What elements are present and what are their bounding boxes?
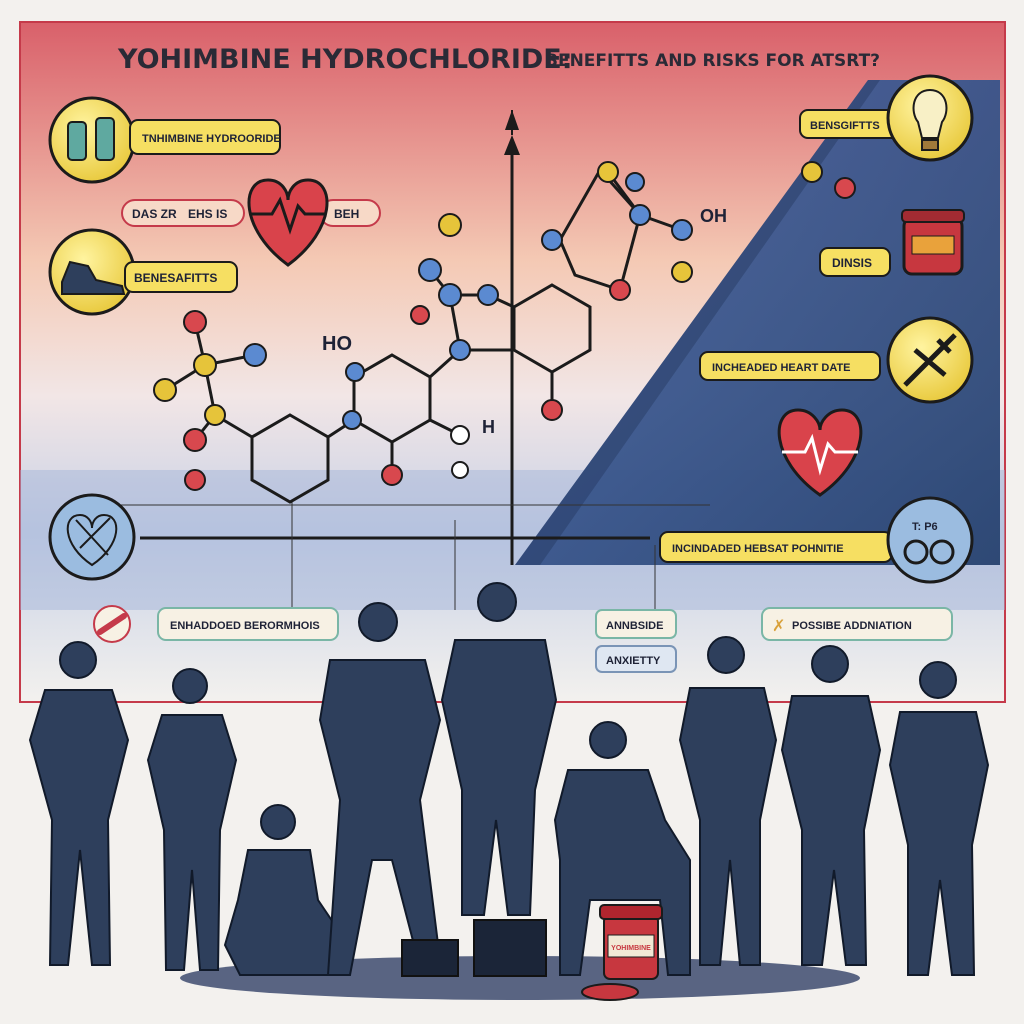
athlete-4 bbox=[318, 602, 442, 976]
shoe-icon bbox=[61, 260, 126, 295]
benefits-label-box-left bbox=[124, 261, 238, 293]
addiction-label: POSSIBE ADDNIATION bbox=[792, 620, 912, 632]
heart-rate-label: INCHEADED HEART DATE bbox=[712, 362, 851, 374]
athlete-8 bbox=[780, 645, 882, 966]
side-label: ANNBSIDE bbox=[606, 620, 663, 632]
athlete-6 bbox=[553, 721, 691, 976]
y-axis-arrow-top bbox=[505, 110, 519, 130]
ring-icon-1 bbox=[903, 539, 929, 565]
athlete-7 bbox=[678, 636, 778, 966]
rising-triangle bbox=[515, 80, 1000, 565]
athlete-9 bbox=[888, 661, 990, 976]
dinsis-label-box bbox=[819, 247, 891, 277]
jar-lid-on-floor bbox=[581, 983, 639, 1001]
supplement-circle bbox=[48, 96, 136, 184]
bottle-icon-2 bbox=[95, 117, 115, 161]
title-main: YOHIMBINE HYDROCHLORIDE: bbox=[117, 44, 573, 75]
left-benefits-group: BENESAFITTS bbox=[48, 228, 238, 316]
title-sub: BENEFITTS AND RISKS FOR ATSRT? bbox=[545, 51, 880, 71]
step-box-2 bbox=[473, 919, 547, 977]
left-supplement-group: TNHIMBINE HYDROORIDE bbox=[48, 96, 281, 184]
left-pill-group: DAS ZR EHS IS BEH bbox=[121, 178, 381, 267]
supplement-label: TNHIMBINE HYDROORIDE bbox=[142, 133, 281, 145]
y-axis-arrow bbox=[504, 135, 520, 155]
athlete-1 bbox=[28, 641, 130, 966]
dinsis-label: DINSIS bbox=[832, 256, 872, 270]
triangle-shadow bbox=[515, 80, 880, 565]
bottle-icon bbox=[67, 121, 87, 161]
pill-capsule-icon bbox=[97, 613, 127, 635]
performance-label-box bbox=[157, 607, 339, 641]
jar-lid bbox=[901, 209, 965, 223]
molecule-label-oh: OH bbox=[700, 206, 727, 226]
benefits-label-left: BENESAFITTS bbox=[134, 271, 217, 285]
athletes-group bbox=[28, 582, 990, 976]
pill-right-label: BEH bbox=[334, 207, 359, 221]
lightbulb-icon bbox=[912, 88, 948, 139]
heart-icon-right bbox=[777, 408, 863, 497]
ring-note: T: P6 bbox=[912, 521, 938, 533]
ring-icon-2 bbox=[929, 539, 955, 565]
right-heart-rate-group: INCHEADED HEART DATE bbox=[699, 316, 974, 497]
performance-label: ENHADDOED BERORMHOIS bbox=[170, 620, 320, 632]
pill-left bbox=[121, 199, 245, 227]
pill-mid-label: EHS IS bbox=[188, 207, 227, 221]
benefits-label-right: BENSGIFTTS bbox=[810, 120, 880, 132]
right-jar-group: DINSIS bbox=[819, 209, 965, 277]
heart-outline-icon bbox=[66, 513, 118, 567]
addiction-check-icon: ✗ bbox=[772, 616, 785, 635]
athlete-2 bbox=[146, 668, 238, 971]
right-rings-group: INCINDADED HEBSAT POHNITIE T: P6 bbox=[659, 496, 974, 584]
rings-circle bbox=[886, 496, 974, 584]
athlete-3 bbox=[223, 804, 347, 976]
addiction-label-box bbox=[761, 607, 953, 641]
side-label-box bbox=[595, 609, 677, 639]
heartbeat-line-right bbox=[782, 433, 858, 476]
jar-band bbox=[911, 235, 955, 255]
athlete-5 bbox=[440, 582, 558, 916]
bottom-label-row: ENHADDOED BERORMHOIS ANNBSIDE ANXIETTY ✗… bbox=[93, 605, 953, 673]
step-box-1 bbox=[401, 939, 459, 977]
supplement-jar-label: YOHIMBINE bbox=[611, 945, 651, 952]
tools-icon bbox=[903, 333, 957, 387]
scribble-icon bbox=[75, 517, 111, 556]
supplement-jar: YOHIMBINE bbox=[599, 904, 663, 980]
heartbeat-line-left bbox=[250, 196, 326, 235]
heart-rate-label-box bbox=[699, 351, 881, 381]
molecule-atoms bbox=[153, 161, 856, 491]
right-benefits-group: BENSGIFTTS bbox=[799, 74, 974, 162]
heart-rate-2-label: INCINDADED HEBSAT POHNITIE bbox=[672, 543, 844, 555]
pill-left-label: DAS ZR bbox=[132, 207, 177, 221]
anxiety-label-box bbox=[595, 645, 677, 673]
anxiety-label: ANXIETTY bbox=[606, 655, 661, 667]
lightbulb-base bbox=[921, 139, 939, 151]
molecule-label-h: H bbox=[482, 417, 495, 437]
molecule-label-ho: HO bbox=[322, 333, 352, 355]
supplement-label-box bbox=[129, 119, 281, 155]
